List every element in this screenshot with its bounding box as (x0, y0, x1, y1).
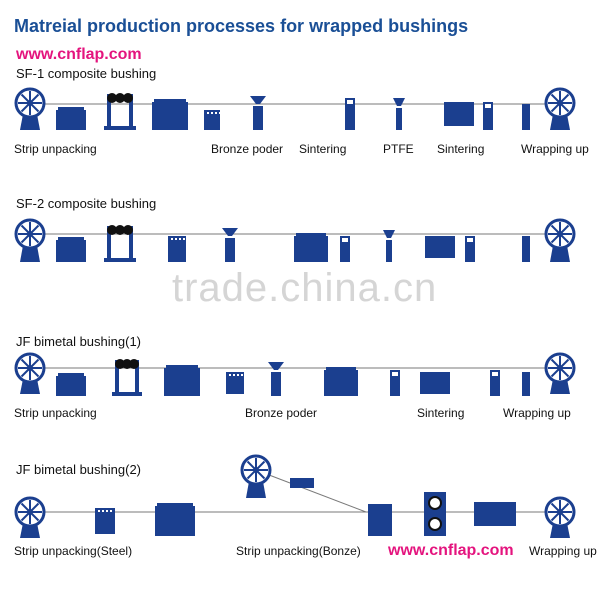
hopper-icon (393, 98, 405, 130)
step-label: PTFE (383, 142, 414, 156)
small-unit-icon (483, 102, 493, 130)
reel-icon (544, 496, 576, 538)
sintering-furnace-icon (474, 502, 516, 526)
powder-feeder-icon (204, 110, 221, 130)
sintering-furnace-icon (155, 503, 195, 536)
sintering-furnace-icon (294, 233, 328, 262)
step-label: Sintering (437, 142, 485, 156)
machine-box (522, 104, 530, 130)
machine-box (56, 373, 86, 396)
step-label: Strip unpacking (14, 406, 97, 420)
sintering-furnace-icon (420, 372, 450, 394)
press-roller-icon (104, 225, 136, 262)
step-label: Bronze poder (245, 406, 318, 420)
step-label: Wrapping up (529, 544, 597, 558)
step-label: Bronze poder (211, 142, 284, 156)
machine-box (56, 237, 86, 262)
machine-box (290, 478, 314, 488)
step-label: Strip unpacking(Steel) (14, 544, 133, 558)
reel-icon (544, 352, 576, 394)
section-title-sf1: SF-1 composite bushing (16, 66, 157, 81)
step-label: Strip unpacking (14, 142, 97, 156)
sintering-furnace-icon (444, 102, 474, 126)
machine-box (522, 372, 530, 396)
watermark-text: trade.china.cn (172, 266, 438, 310)
page-title: Matreial production processes for wrappe… (14, 16, 469, 36)
hopper-icon (268, 362, 284, 396)
powder-feeder-icon (168, 236, 186, 262)
machine-box (522, 236, 530, 262)
small-unit-icon (340, 236, 350, 262)
powder-feeder-icon (226, 372, 244, 394)
sintering-furnace-icon (324, 367, 358, 396)
watermark-url-top: www.cnflap.com (16, 46, 142, 63)
section-title-jf1: JF bimetal bushing(1) (16, 334, 141, 349)
step-label: Wrapping up (503, 406, 571, 420)
hopper-icon (383, 230, 395, 262)
hopper-icon (222, 228, 238, 262)
step-label: Sintering (417, 406, 465, 420)
section-title-sf2: SF-2 composite bushing (16, 196, 157, 211)
small-unit-icon (465, 236, 475, 262)
reel-icon (14, 87, 46, 130)
press-roller-icon (112, 359, 142, 396)
reel-icon (14, 352, 46, 394)
step-label: Sintering (299, 142, 347, 156)
reel-icon (544, 87, 576, 130)
reel-icon (14, 218, 46, 262)
hopper-icon (250, 96, 266, 130)
machine-box (368, 504, 392, 536)
watermark-url-bottom: www.cnflap.com (388, 542, 514, 559)
rolling-mill-icon (424, 492, 446, 536)
reel-icon (544, 218, 576, 262)
sintering-furnace-icon (425, 236, 455, 258)
small-unit-icon (345, 98, 355, 130)
machine-box (56, 107, 86, 130)
step-label: Wrapping up (521, 142, 589, 156)
reel-icon (14, 496, 46, 538)
sintering-furnace-icon (164, 365, 200, 396)
strip-line (255, 469, 367, 513)
sintering-furnace-icon (152, 99, 188, 130)
section-title-jf2: JF bimetal bushing(2) (16, 462, 141, 477)
small-unit-icon (390, 370, 400, 396)
step-label: Strip unpacking(Bonze) (236, 544, 361, 558)
powder-feeder-icon (95, 508, 115, 534)
press-roller-icon (104, 93, 136, 130)
reel-icon (240, 454, 272, 498)
small-unit-icon (490, 370, 500, 396)
